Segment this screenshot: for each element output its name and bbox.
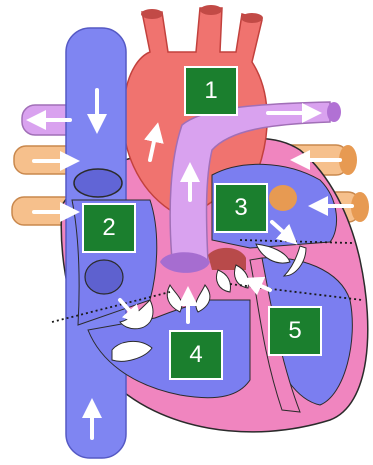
label-box-1: 1 bbox=[184, 66, 238, 116]
mitral-valve bbox=[255, 243, 307, 277]
label-box-4: 4 bbox=[169, 330, 223, 380]
pulmonary-trunk bbox=[169, 101, 341, 263]
flow-arrows bbox=[26, 88, 354, 440]
label-box-2: 2 bbox=[82, 203, 136, 253]
coronary-sinus bbox=[84, 259, 124, 295]
label-box-5: 5 bbox=[268, 306, 322, 356]
aortic-valve-base bbox=[208, 247, 246, 270]
label-box-3: 3 bbox=[214, 183, 268, 233]
pulmonary-valve-base bbox=[160, 252, 210, 273]
